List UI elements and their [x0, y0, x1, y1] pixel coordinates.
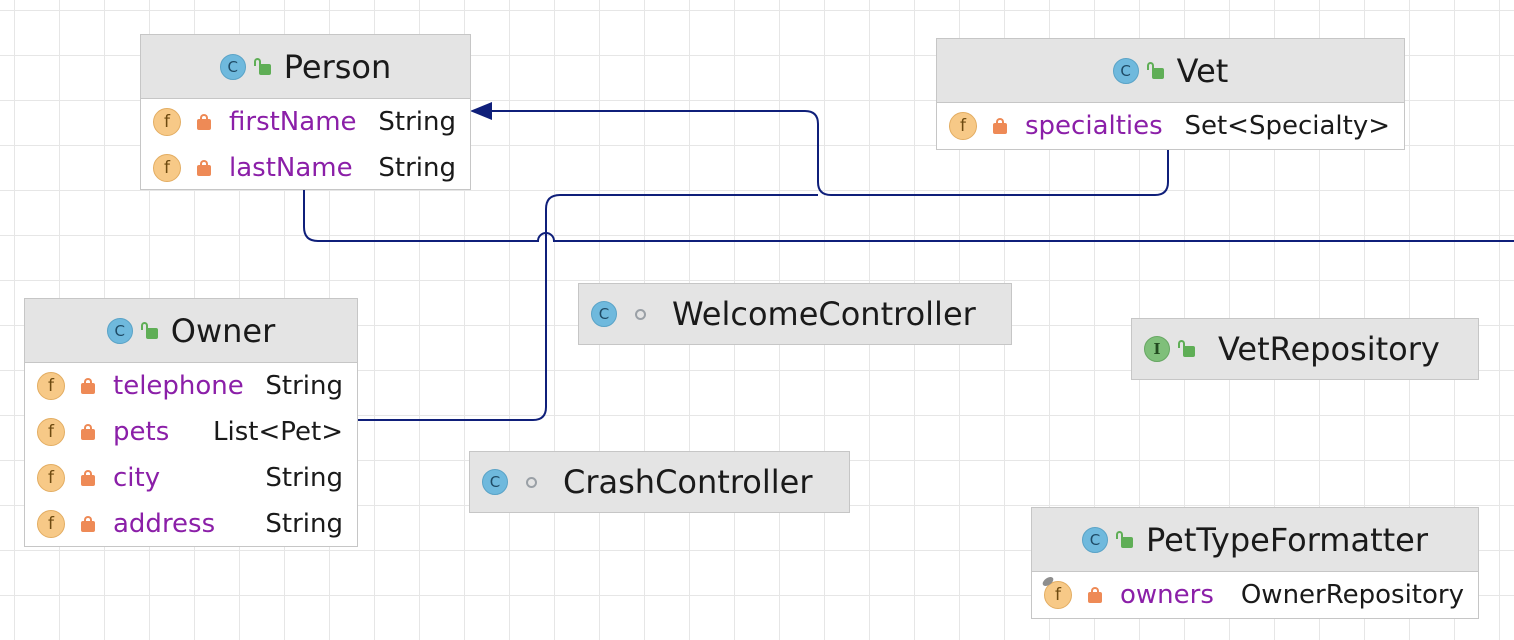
class-node-crash-controller[interactable]: C CrashController: [469, 451, 850, 513]
field-icon: f: [37, 372, 65, 400]
class-icon: C: [591, 301, 617, 327]
field-type: String: [265, 509, 343, 539]
public-visibility-icon: [1115, 530, 1134, 549]
field-name: city: [113, 463, 161, 493]
public-visibility-icon: [1146, 61, 1165, 80]
field-name: lastName: [229, 153, 353, 183]
field-row[interactable]: f city String: [25, 455, 357, 501]
field-type: String: [378, 107, 456, 137]
package-visibility-icon: [635, 308, 646, 320]
class-header: C Person: [141, 35, 470, 99]
public-visibility-icon: [253, 57, 272, 76]
class-icon: C: [1112, 57, 1139, 84]
field-row[interactable]: f address String: [25, 501, 357, 547]
edge-arrowhead: [470, 102, 492, 120]
field-icon: f: [37, 510, 65, 538]
class-title: PetTypeFormatter: [1145, 520, 1429, 559]
package-visibility-icon: [526, 476, 537, 488]
class-icon: C: [482, 469, 508, 495]
field-type: String: [378, 153, 456, 183]
field-row[interactable]: f lastName String: [141, 145, 470, 191]
field-name: telephone: [113, 371, 244, 401]
class-node-person[interactable]: C Person f firstName String f lastName S…: [140, 34, 471, 190]
field-row[interactable]: f firstName String: [141, 99, 470, 145]
class-header: C PetTypeFormatter: [1032, 508, 1478, 572]
field-icon: f: [37, 464, 65, 492]
class-title: Person: [283, 47, 392, 86]
class-header: C Owner: [25, 299, 357, 363]
class-node-owner[interactable]: C Owner f telephone String f pets List<P…: [24, 298, 358, 547]
private-lock-icon: [81, 470, 95, 486]
private-lock-icon: [993, 118, 1007, 134]
class-title: Owner: [170, 311, 276, 350]
class-header: I VetRepository: [1132, 319, 1478, 379]
field-icon: f: [153, 108, 181, 136]
field-type: String: [265, 371, 343, 401]
interface-node-vet-repository[interactable]: I VetRepository: [1131, 318, 1479, 380]
field-type: Set<Specialty>: [1184, 111, 1390, 141]
field-icon: f: [1044, 581, 1072, 609]
private-lock-icon: [197, 114, 211, 130]
class-header: C Vet: [937, 39, 1404, 103]
field-name: owners: [1120, 580, 1214, 610]
private-lock-icon: [81, 424, 95, 440]
class-title: Vet: [1176, 51, 1229, 90]
private-lock-icon: [197, 160, 211, 176]
private-lock-icon: [1088, 587, 1102, 603]
edge-vet-to-person[interactable]: [492, 110, 1169, 196]
class-icon: C: [106, 317, 133, 344]
field-name: firstName: [229, 107, 357, 137]
interface-icon: I: [1144, 336, 1170, 362]
public-visibility-icon: [1178, 340, 1196, 358]
field-name: specialties: [1025, 111, 1163, 141]
class-node-pet-type-formatter[interactable]: C PetTypeFormatter f owners OwnerReposit…: [1031, 507, 1479, 619]
field-icon: f: [949, 112, 977, 140]
class-node-vet[interactable]: C Vet f specialties Set<Specialty>: [936, 38, 1405, 150]
field-icon: f: [37, 418, 65, 446]
field-type: List<Pet>: [213, 417, 343, 447]
field-row[interactable]: f owners OwnerRepository: [1032, 572, 1478, 618]
edge-person-out[interactable]: [303, 190, 1514, 242]
public-visibility-icon: [140, 321, 159, 340]
private-lock-icon: [81, 378, 95, 394]
class-title: VetRepository: [1218, 330, 1440, 368]
class-icon: C: [219, 53, 246, 80]
edge-owner-to-person[interactable]: [358, 194, 818, 421]
class-header: C WelcomeController: [579, 284, 1011, 344]
class-header: C CrashController: [470, 452, 849, 512]
private-lock-icon: [81, 516, 95, 532]
class-node-welcome-controller[interactable]: C WelcomeController: [578, 283, 1012, 345]
field-name: pets: [113, 417, 170, 447]
field-row[interactable]: f specialties Set<Specialty>: [937, 103, 1404, 149]
field-type: OwnerRepository: [1240, 580, 1464, 610]
field-name: address: [113, 509, 216, 539]
field-icon: f: [153, 154, 181, 182]
class-title: WelcomeController: [672, 295, 976, 333]
field-type: String: [265, 463, 343, 493]
class-icon: C: [1081, 526, 1108, 553]
field-row[interactable]: f telephone String: [25, 363, 357, 409]
field-row[interactable]: f pets List<Pet>: [25, 409, 357, 455]
class-title: CrashController: [563, 463, 813, 501]
